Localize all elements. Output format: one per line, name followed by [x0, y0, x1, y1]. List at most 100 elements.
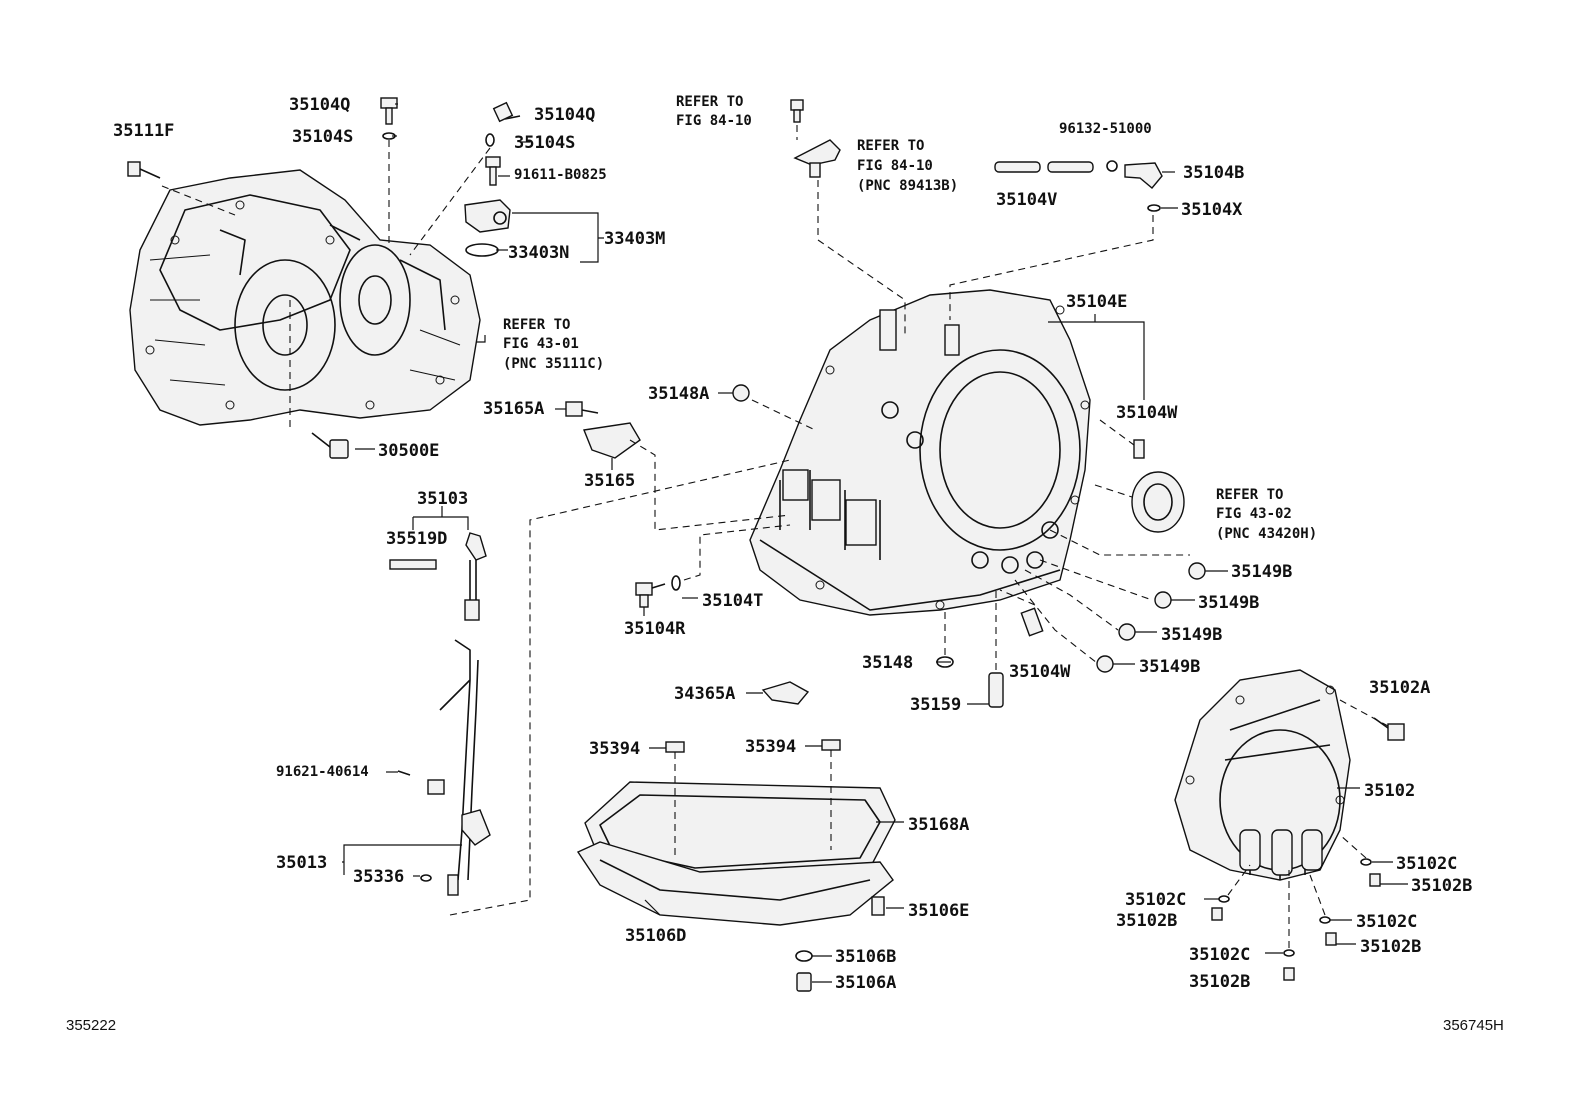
- leader-lines: [161, 103, 1408, 983]
- ref-fig-43-01-line3: (PNC 35111C): [503, 356, 604, 372]
- bolt-35104Q-a-icon: [380, 97, 398, 125]
- label-35394-b: 35394: [745, 737, 796, 757]
- reference-notes: REFER TO FIG 84-10 REFER TO FIG 84-10 (P…: [503, 94, 1317, 542]
- label-35149B-4: 35149B: [1139, 657, 1200, 677]
- label-35149B-3: 35149B: [1161, 625, 1222, 645]
- gasket-35165-icon: [583, 422, 641, 459]
- label-91611-B0825: 91611-B0825: [514, 167, 607, 183]
- washer-35104S-b-icon: [485, 133, 495, 147]
- transmission-case-drawing: [749, 289, 1091, 616]
- label-35104B: 35104B: [1183, 163, 1244, 183]
- label-91621-40614: 91621-40614: [276, 764, 369, 780]
- label-34365A: 34365A: [674, 684, 735, 704]
- label-35104W-a: 35104W: [1116, 403, 1178, 423]
- ref-fig-43-01-line2: FIG 43-01: [503, 336, 579, 352]
- label-35519D: 35519D: [386, 529, 447, 549]
- label-35149B-1: 35149B: [1231, 562, 1292, 582]
- label-35148A: 35148A: [648, 384, 709, 404]
- ref-fig-43-02-line1: REFER TO: [1216, 487, 1283, 503]
- ref-fig-43-02-line3: (PNC 43420H): [1216, 526, 1317, 542]
- label-35102B-2: 35102B: [1116, 911, 1177, 931]
- label-35104R: 35104R: [624, 619, 686, 639]
- footer-left-code: 355222: [66, 1017, 116, 1034]
- label-35159: 35159: [910, 695, 961, 715]
- bolt-35104R-icon: [635, 582, 666, 608]
- label-33403M: 33403M: [604, 229, 665, 249]
- label-35168A: 35168A: [908, 815, 969, 835]
- label-35104E: 35104E: [1066, 292, 1127, 312]
- ref-fig-84-10-a-line1: REFER TO: [676, 94, 743, 110]
- pin-35104W-a-icon: [1133, 439, 1145, 459]
- label-35104S-b: 35104S: [514, 133, 575, 153]
- ref-fig-84-10-b-line1: REFER TO: [857, 138, 924, 154]
- bolt-35165A-icon: [565, 401, 599, 417]
- label-35104T: 35104T: [702, 591, 763, 611]
- sensor-33403M-icon: [464, 199, 511, 233]
- oil-pan-drawing: [576, 739, 896, 926]
- label-35149B-2: 35149B: [1198, 593, 1259, 613]
- label-35102C-4: 35102C: [1189, 945, 1250, 965]
- label-35165: 35165: [584, 471, 635, 491]
- ref-fig-43-01-line1: REFER TO: [503, 317, 570, 333]
- label-35102C-3: 35102C: [1356, 912, 1417, 932]
- transaxle-housing-drawing: [129, 169, 481, 426]
- label-35013: 35013: [276, 853, 327, 873]
- bolt-30500E-icon: [311, 432, 349, 459]
- label-35104Q-a: 35104Q: [289, 95, 350, 115]
- plug-35148A-icon: [732, 384, 750, 402]
- pipe-35159-icon: [988, 672, 1004, 708]
- label-35104Q-b: 35104Q: [534, 105, 595, 125]
- label-35106A: 35106A: [835, 973, 896, 993]
- plugs-35102B-icon: [1211, 873, 1381, 981]
- label-35102: 35102: [1364, 781, 1415, 801]
- label-30500E: 30500E: [378, 441, 439, 461]
- label-33403N: 33403N: [508, 243, 569, 263]
- pin-35104W-b-icon: [1020, 607, 1044, 637]
- part-labels: 35111F 35104Q 35104S 35104Q 35104S 91611…: [113, 95, 1472, 993]
- label-35102B-3: 35102B: [1360, 937, 1421, 957]
- label-35106E: 35106E: [908, 901, 969, 921]
- o-ring-35104T-icon: [671, 575, 681, 591]
- label-35148: 35148: [862, 653, 913, 673]
- speed-sensor-icon: [790, 99, 841, 178]
- label-35102B-1: 35102B: [1411, 876, 1472, 896]
- label-35394-a: 35394: [589, 739, 640, 759]
- bolt-35104Q-b-icon: [492, 101, 521, 123]
- washer-35104X-icon: [1147, 204, 1161, 212]
- ref-fig-43-02-line2: FIG 43-02: [1216, 506, 1292, 522]
- hose-35104V-icon: [994, 161, 1094, 173]
- ref-fig-84-10-b-line2: FIG 84-10: [857, 158, 933, 174]
- label-35103: 35103: [417, 489, 468, 509]
- breather-35104B-icon: [1106, 160, 1163, 189]
- ref-fig-84-10-b-line3: (PNC 89413B): [857, 178, 958, 194]
- label-35336: 35336: [353, 867, 404, 887]
- label-35111F: 35111F: [113, 121, 174, 141]
- ref-fig-84-10-a-line2: FIG 84-10: [676, 113, 752, 129]
- plug-35106A-icon: [796, 972, 812, 992]
- label-35102A: 35102A: [1369, 678, 1430, 698]
- label-35104W-b: 35104W: [1009, 662, 1071, 682]
- label-35102C-2: 35102C: [1125, 890, 1186, 910]
- label-35104S-a: 35104S: [292, 127, 353, 147]
- label-96132-51000: 96132-51000: [1059, 121, 1152, 137]
- label-35102B-4: 35102B: [1189, 972, 1250, 992]
- bolt-35102A-icon: [1373, 717, 1405, 741]
- clamp-34365A-icon: [761, 681, 810, 705]
- label-35104V: 35104V: [996, 190, 1057, 210]
- label-35165A: 35165A: [483, 399, 544, 419]
- bolt-35111F-icon: [127, 161, 161, 179]
- bolt-91611-icon: [485, 156, 501, 186]
- gasket-35106B-icon: [795, 950, 813, 962]
- footer-right-code: 356745H: [1443, 1017, 1504, 1034]
- drain-plug-35106E-icon: [871, 896, 885, 916]
- case-cover-drawing: [1174, 669, 1351, 881]
- oil-seal-icon: [1131, 471, 1185, 533]
- label-35104X: 35104X: [1181, 200, 1243, 220]
- label-35102C-1: 35102C: [1396, 854, 1457, 874]
- plugs-35149B-icon: [1096, 562, 1206, 673]
- label-35106D: 35106D: [625, 926, 686, 946]
- dipstick-drawing: [389, 532, 491, 896]
- o-ring-33403N-icon: [465, 243, 499, 257]
- label-35106B: 35106B: [835, 947, 896, 967]
